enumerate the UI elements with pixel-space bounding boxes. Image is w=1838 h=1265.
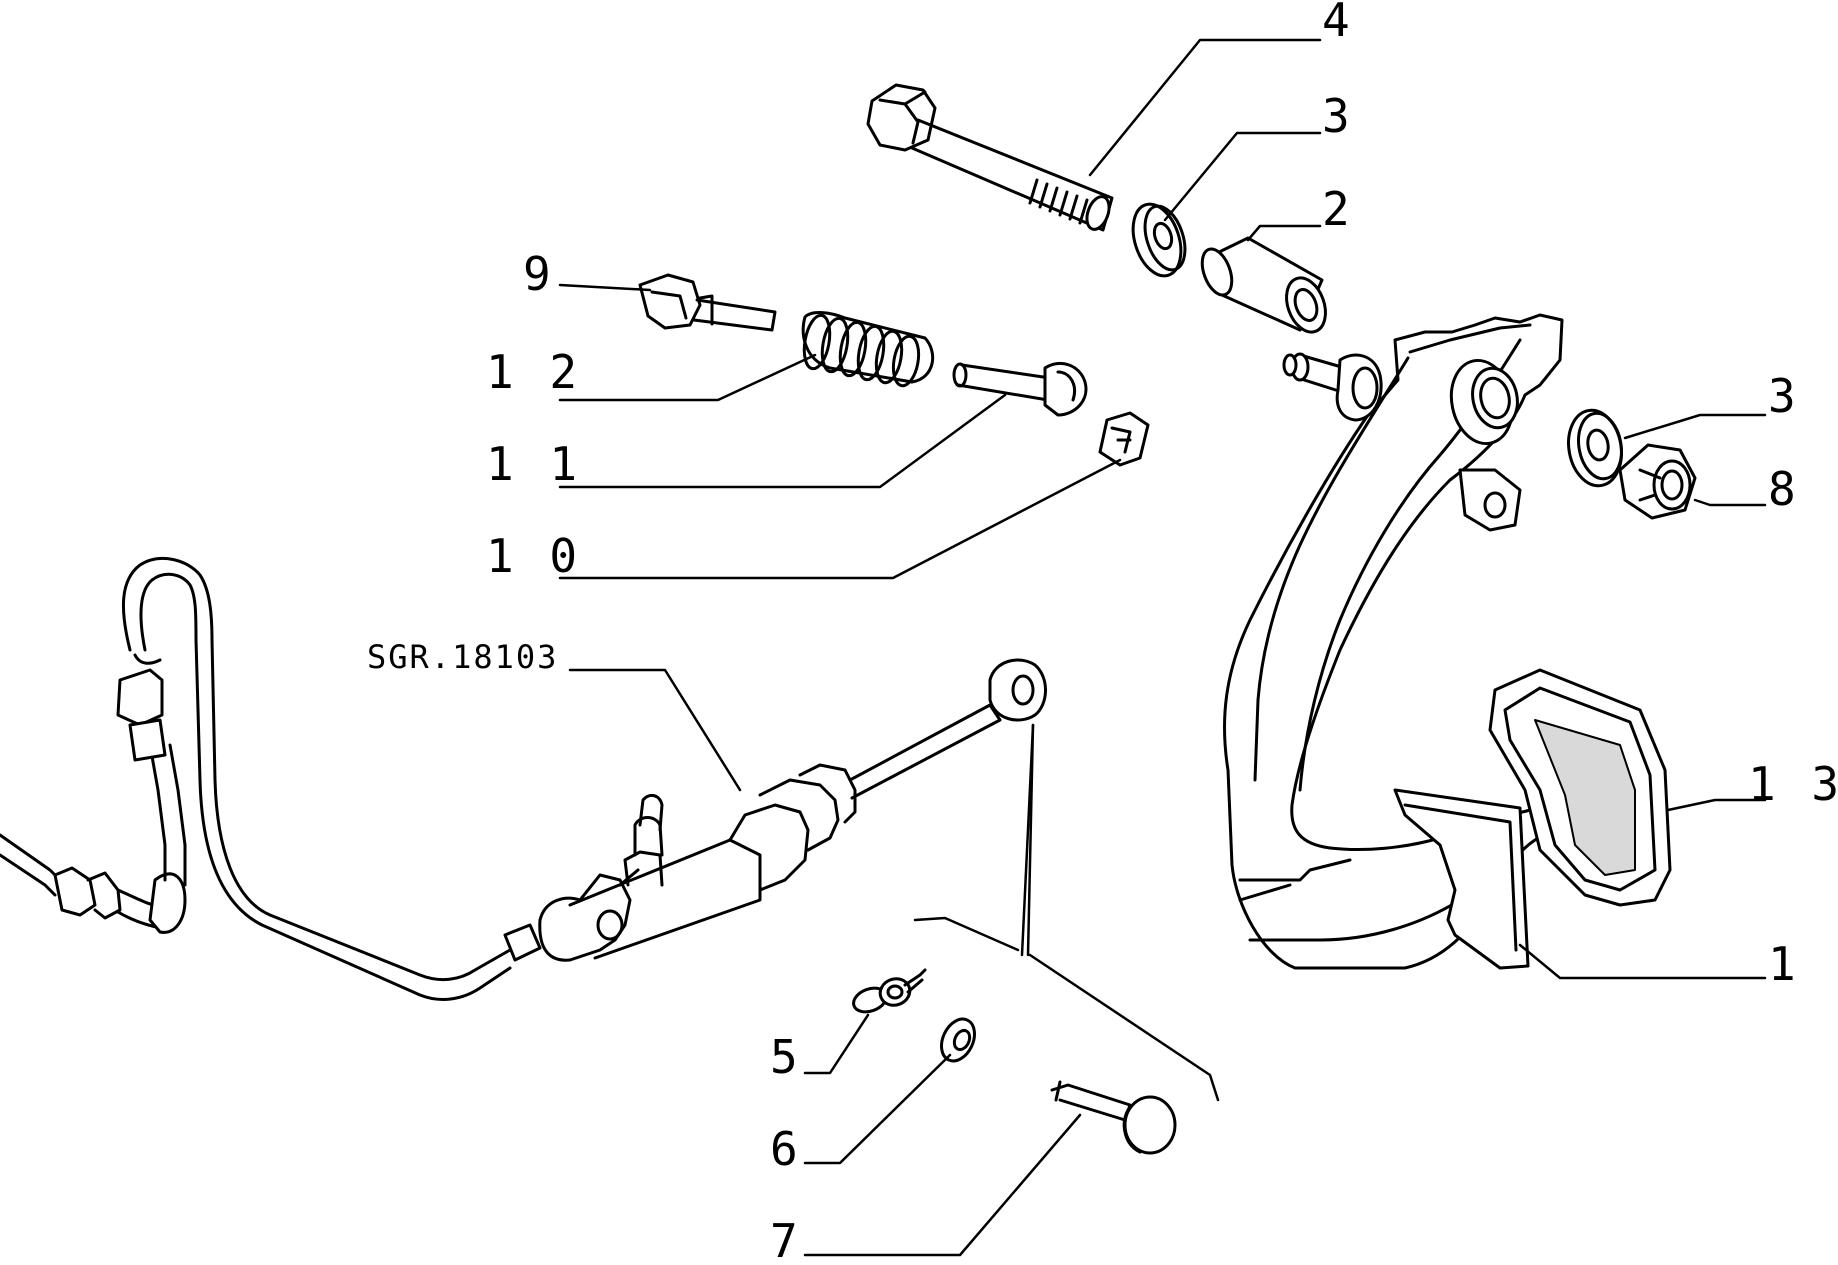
reference-code: SGR.18103 [367,638,558,676]
bushing-part [1200,236,1327,334]
callout-1: 1 [1768,937,1800,991]
callout-8: 8 [1768,462,1800,516]
pivot-boss [1449,358,1522,532]
callout-3-upper: 3 [1322,89,1354,143]
clevis-pin-part [1050,1080,1177,1155]
washer-upper-part [1131,202,1187,278]
callout-3-lower: 3 [1768,369,1800,423]
pedal-plate [1393,788,1530,970]
split-pin-part [852,968,927,1014]
assembly-bracket [913,723,1220,1102]
callout-11: 1 1 [486,437,581,491]
spring-guide-rod-part [952,362,1088,417]
flat-washer-part [940,1017,976,1063]
pedal-stud [1282,352,1383,422]
coil-spring-part [801,311,935,388]
callout-labels: 4 3 2 9 1 2 1 1 1 0 3 8 1 3 1 5 6 7 SGR.… [367,0,1838,1265]
leader-lines [558,38,1767,1257]
callout-4: 4 [1322,0,1354,47]
callout-12: 1 2 [486,345,581,399]
callout-9: 9 [523,247,555,301]
lock-nut-part [1618,443,1697,520]
callout-5: 5 [770,1030,802,1084]
bolt-part [866,83,1114,232]
pedal-rubber-pad-part [1488,668,1672,907]
callout-10: 1 0 [486,529,581,583]
callout-6: 6 [770,1122,802,1176]
washer-lower-part [1567,408,1623,488]
clutch-master-cylinder-part [0,556,1047,1001]
pivot-pin-part [638,273,777,332]
callout-7: 7 [770,1214,802,1265]
retaining-clip-part [1098,411,1150,467]
callout-2: 2 [1322,182,1354,236]
callout-13: 1 3 [1748,757,1838,811]
